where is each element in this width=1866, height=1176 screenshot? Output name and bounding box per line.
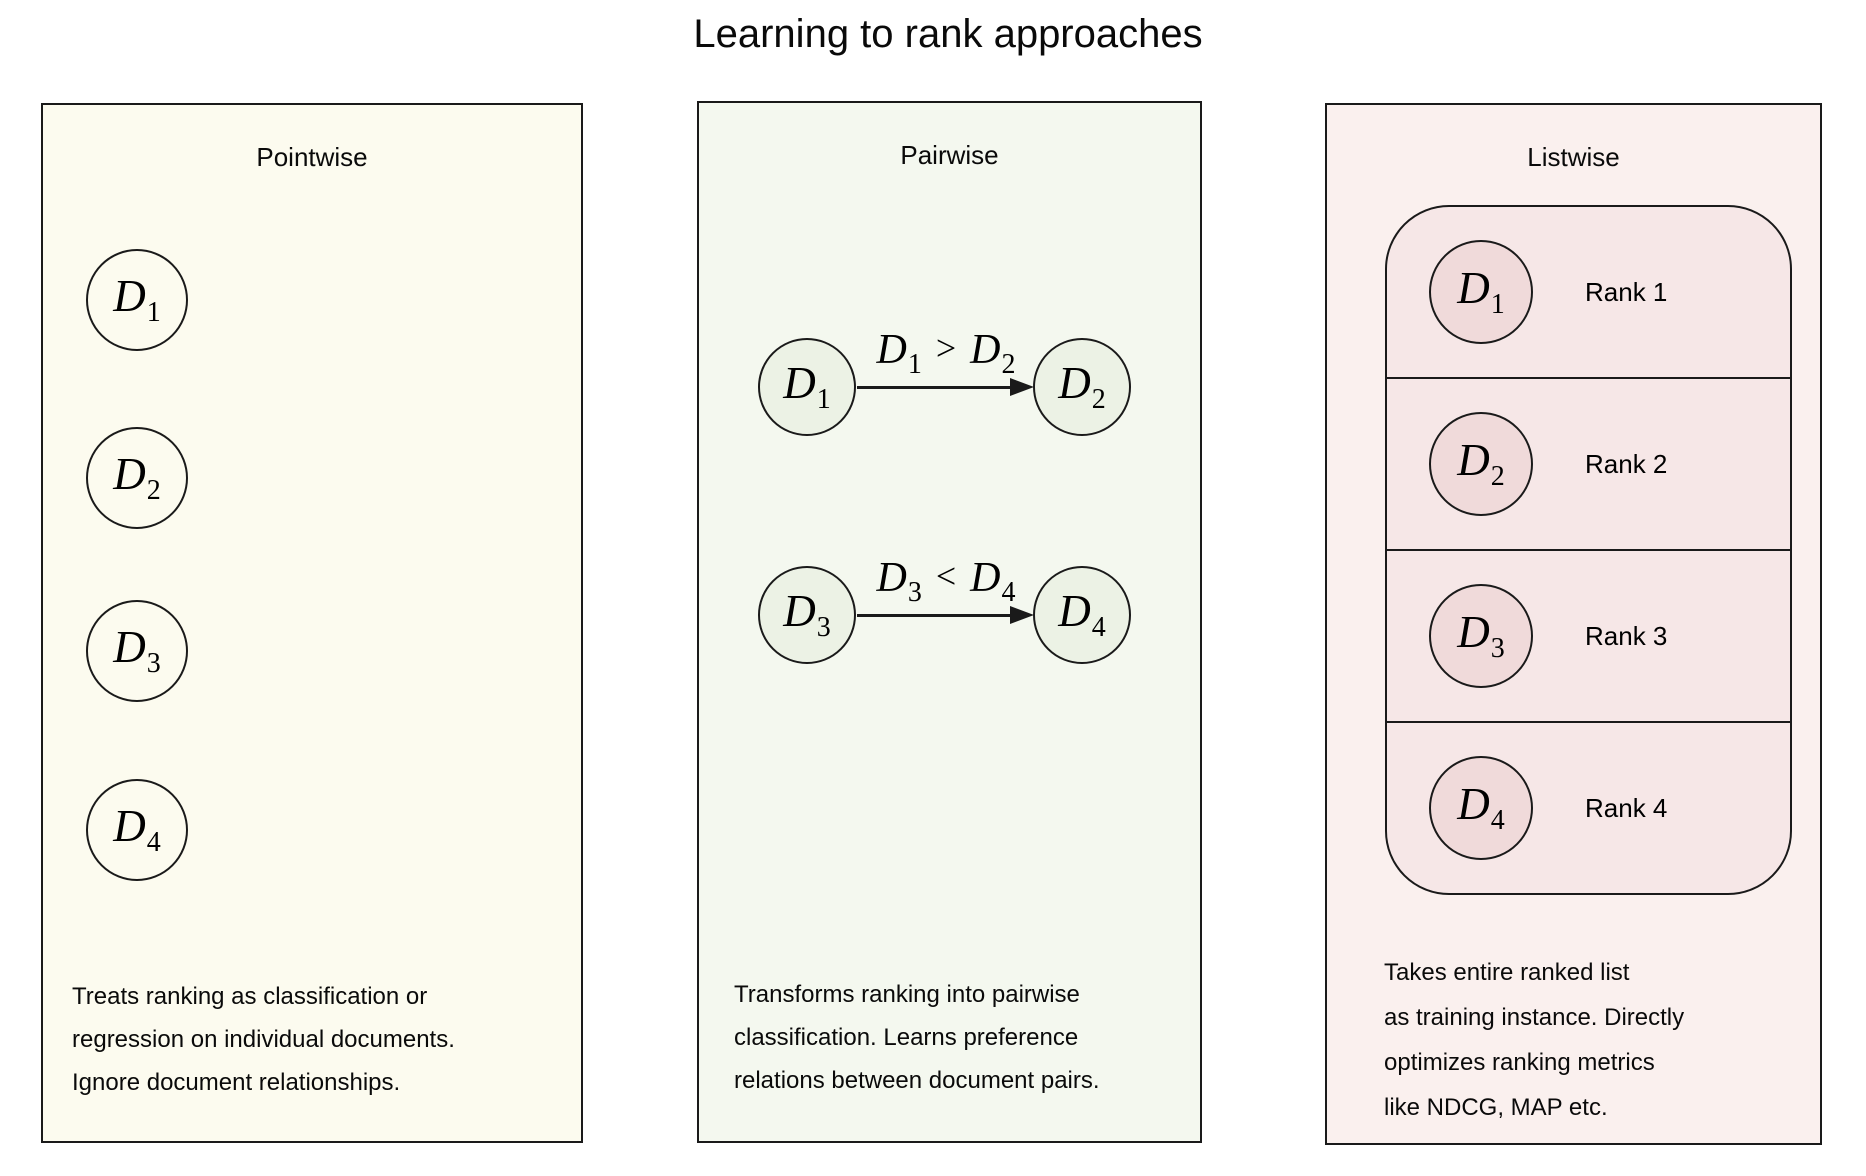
page-title: Learning to rank approaches xyxy=(693,12,1203,56)
doc-label-d2: D2 xyxy=(1058,357,1106,415)
listwise-doc-circle-d3: D3 xyxy=(1429,584,1533,688)
relation-rhs-base: D xyxy=(970,327,1001,373)
doc-label-base: D xyxy=(1457,262,1490,313)
relation-lhs-base: D xyxy=(876,327,907,373)
doc-label-d2: D2 xyxy=(1457,434,1505,492)
doc-label-base: D xyxy=(783,585,816,636)
doc-label-sub: 4 xyxy=(1091,611,1106,643)
panel-pointwise: Pointwise D1 D2 D3 D4 Treats ranking as … xyxy=(41,103,583,1143)
rank-row-2: D2 Rank 2 xyxy=(1387,377,1790,549)
relation-operator: > xyxy=(935,328,957,368)
doc-label-sub: 2 xyxy=(1091,383,1106,415)
listwise-description: Takes entire ranked list as training ins… xyxy=(1384,950,1684,1130)
pairwise-doc-circle-d4: D4 xyxy=(1033,566,1131,664)
preference-arrow-line xyxy=(857,386,1012,389)
rank-label: Rank 3 xyxy=(1585,620,1668,651)
doc-label-d1: D1 xyxy=(783,357,831,415)
description-line: Transforms ranking into pairwise xyxy=(734,981,1080,1008)
description-line: regression on individual documents. xyxy=(72,1026,455,1053)
pairwise-description: Transforms ranking into pairwise classif… xyxy=(734,973,1100,1102)
doc-label-base: D xyxy=(1058,585,1091,636)
preference-arrow-line xyxy=(857,614,1012,617)
panel-listwise: Listwise D1 Rank 1 D2 Rank 2 D3 Rank 3 D… xyxy=(1325,103,1822,1145)
doc-label-base: D xyxy=(1457,778,1490,829)
doc-label-base: D xyxy=(113,800,146,851)
doc-label-d3: D3 xyxy=(113,621,161,679)
listwise-doc-circle-d1: D1 xyxy=(1429,240,1533,344)
doc-label-sub: 4 xyxy=(1490,804,1505,836)
listwise-doc-circle-d4: D4 xyxy=(1429,756,1533,860)
relation-rhs-sub: 2 xyxy=(1001,349,1016,380)
doc-label-base: D xyxy=(113,448,146,499)
doc-label-base: D xyxy=(1457,606,1490,657)
description-line: relations between document pairs. xyxy=(734,1067,1100,1094)
ranked-list-container: D1 Rank 1 D2 Rank 2 D3 Rank 3 D4 Rank 4 xyxy=(1385,205,1792,895)
pair-relation-label-2: D3<D4 xyxy=(877,557,1016,607)
pointwise-doc-circle-d1: D1 xyxy=(86,249,188,351)
rank-label: Rank 2 xyxy=(1585,448,1668,479)
doc-label-sub: 3 xyxy=(1490,632,1505,664)
relation-rhs-sub: 4 xyxy=(1001,577,1016,608)
pairwise-doc-circle-d3: D3 xyxy=(758,566,856,664)
panel-pointwise-title: Pointwise xyxy=(256,142,368,172)
pairwise-doc-circle-d1: D1 xyxy=(758,338,856,436)
doc-label-base: D xyxy=(113,621,146,672)
relation-lhs-sub: 3 xyxy=(907,577,922,608)
rank-label: Rank 4 xyxy=(1585,792,1668,823)
rank-row-4: D4 Rank 4 xyxy=(1387,721,1790,893)
panel-listwise-title: Listwise xyxy=(1527,142,1620,172)
relation-operator: < xyxy=(935,556,957,596)
doc-label-base: D xyxy=(113,270,146,321)
pairwise-doc-circle-d2: D2 xyxy=(1033,338,1131,436)
doc-label-base: D xyxy=(1457,434,1490,485)
pointwise-doc-circle-d3: D3 xyxy=(86,600,188,702)
doc-label-d4: D4 xyxy=(113,800,161,858)
description-line: classification. Learns preference xyxy=(734,1024,1079,1051)
doc-label-d3: D3 xyxy=(1457,606,1505,664)
description-line: optimizes ranking metrics xyxy=(1384,1049,1655,1076)
doc-label-base: D xyxy=(1058,357,1091,408)
doc-label-sub: 2 xyxy=(146,474,161,506)
doc-label-sub: 1 xyxy=(146,296,161,328)
relation-rhs-base: D xyxy=(970,555,1001,601)
doc-label-sub: 3 xyxy=(146,647,161,679)
rank-row-3: D3 Rank 3 xyxy=(1387,549,1790,721)
panel-pairwise: Pairwise D1 D1>D2 D2 D3 D3<D4 D4 Transfo… xyxy=(697,101,1202,1143)
doc-label-d1: D1 xyxy=(113,270,161,328)
doc-label-d4: D4 xyxy=(1457,778,1505,836)
pointwise-description: Treats ranking as classification or regr… xyxy=(72,975,455,1104)
rank-label: Rank 1 xyxy=(1585,276,1668,307)
description-line: like NDCG, MAP etc. xyxy=(1384,1094,1608,1121)
doc-label-sub: 1 xyxy=(816,383,831,415)
doc-label-d4: D4 xyxy=(1058,585,1106,643)
doc-label-base: D xyxy=(783,357,816,408)
doc-label-d3: D3 xyxy=(783,585,831,643)
preference-arrow-head-icon xyxy=(1010,606,1034,624)
description-line: Ignore document relationships. xyxy=(72,1069,401,1096)
description-line: as training instance. Directly xyxy=(1384,1004,1685,1031)
doc-label-sub: 1 xyxy=(1490,288,1505,320)
pointwise-doc-circle-d4: D4 xyxy=(86,779,188,881)
doc-label-d2: D2 xyxy=(113,448,161,506)
doc-label-d1: D1 xyxy=(1457,262,1505,320)
doc-label-sub: 4 xyxy=(146,826,161,858)
description-line: Takes entire ranked list xyxy=(1384,959,1630,986)
rank-row-1: D1 Rank 1 xyxy=(1387,207,1790,377)
pair-relation-label-1: D1>D2 xyxy=(877,329,1016,379)
doc-label-sub: 3 xyxy=(816,611,831,643)
relation-lhs-base: D xyxy=(876,555,907,601)
relation-lhs-sub: 1 xyxy=(907,349,922,380)
panel-pairwise-title: Pairwise xyxy=(900,140,999,170)
listwise-doc-circle-d2: D2 xyxy=(1429,412,1533,516)
doc-label-sub: 2 xyxy=(1490,460,1505,492)
preference-arrow-head-icon xyxy=(1010,378,1034,396)
pointwise-doc-circle-d2: D2 xyxy=(86,427,188,529)
description-line: Treats ranking as classification or xyxy=(72,983,428,1010)
